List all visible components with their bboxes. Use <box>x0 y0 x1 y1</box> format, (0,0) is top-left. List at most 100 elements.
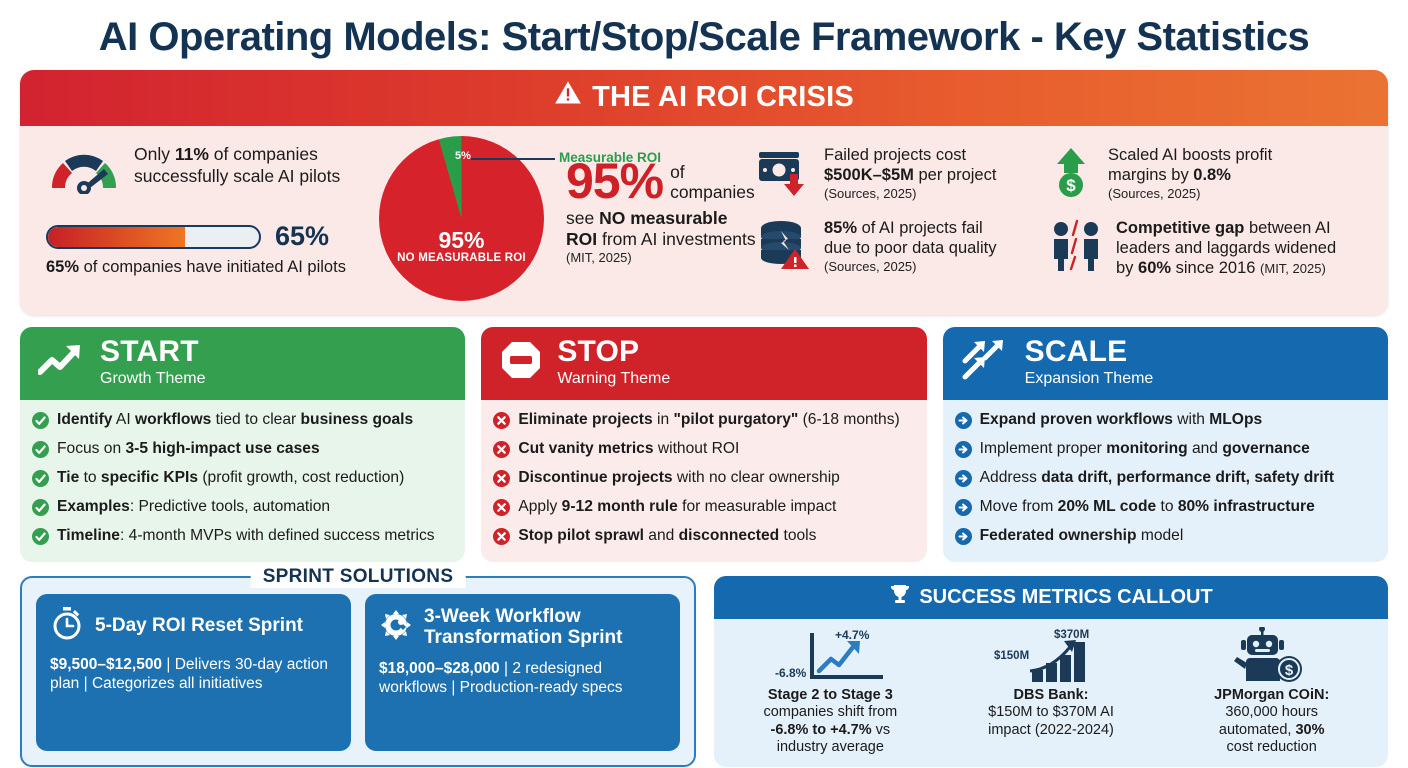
success-metric-jpmorgan-coin: $ JPMorgan COiN: 360,000 hours automated… <box>1161 627 1382 757</box>
panel-stop-title: STOP <box>557 335 640 368</box>
framework-panels: START Growth Theme Identify AI workflows… <box>20 327 1388 563</box>
crisis-heading-text: THE AI ROI CRISIS <box>592 80 854 113</box>
stat-source: (Sources, 2025) <box>824 185 917 201</box>
x-circle-icon <box>493 441 511 463</box>
stat-source: (Sources, 2025) <box>1108 185 1201 201</box>
panel-start-bullet: Focus on 3-5 high-impact use cases <box>32 439 453 463</box>
panel-stop: STOP Warning Theme Eliminate projects in… <box>481 327 927 563</box>
panel-scale: SCALE Expansion Theme Expand proven work… <box>942 327 1388 563</box>
bullet-text: Move from 20% ML code to 80% infrastruct… <box>979 498 1315 516</box>
stat-data-quality: 85% of AI projects fail due to poor data… <box>757 219 1049 274</box>
bullet-text: Focus on 3-5 high-impact use cases <box>57 440 320 458</box>
sprint-card-price: $18,000–$28,000 <box>379 659 500 677</box>
panel-start-bullet: Timeline: 4-month MVPs with defined succ… <box>32 526 453 550</box>
stop-sign-icon <box>499 339 543 386</box>
pie-legend-label: Measurable ROI <box>559 150 662 165</box>
ai-roi-crisis-section: THE AI ROI CRISIS O <box>20 70 1388 315</box>
bullet-text: Timeline: 4-month MVPs with defined succ… <box>57 527 435 545</box>
crisis-banner-header: THE AI ROI CRISIS <box>20 70 1388 126</box>
sprint-card-roi-reset[interactable]: 5-Day ROI Reset Sprint $9,500–$12,500 | … <box>36 594 351 752</box>
panel-stop-bullet: Cut vanity metrics without ROI <box>493 439 914 463</box>
panel-stop-subtitle: Warning Theme <box>557 370 671 387</box>
chart-label-high: $370M <box>1054 629 1089 641</box>
check-circle-icon <box>32 499 49 521</box>
panel-stop-bullet: Discontinue projects with no clear owner… <box>493 468 914 492</box>
arrow-circle-right-icon <box>954 499 972 521</box>
line-chart-up-icon: -6.8% +4.7% <box>765 627 895 683</box>
success-metrics-heading: SUCCESS METRICS CALLOUT <box>919 585 1213 608</box>
crisis-col-stats-2: $ Scaled AI boosts profit margins by 0.8… <box>1049 136 1349 294</box>
bullet-text: Implement proper monitoring and governan… <box>979 440 1310 458</box>
x-circle-icon <box>493 470 511 492</box>
chart-label-high: +4.7% <box>835 628 870 642</box>
success-metrics-body: -6.8% +4.7% Stage 2 to Stage 3 companies… <box>714 619 1388 768</box>
x-circle-icon <box>493 528 511 550</box>
arrow-circle-right-icon <box>954 470 972 492</box>
arrow-circle-right-icon <box>954 412 972 434</box>
progress-caption: 65% of companies have initiated AI pilot… <box>46 258 346 276</box>
sprint-card-price: $9,500–$12,500 <box>50 656 163 674</box>
panel-scale-bullet: Address data drift, performance drift, s… <box>954 468 1376 492</box>
roi-headline-source: (MIT, 2025) <box>566 249 632 265</box>
bullet-text: Federated ownership model <box>979 527 1184 545</box>
panel-scale-bullet: Expand proven workflows with MLOps <box>954 410 1376 434</box>
gear-wrench-icon <box>379 608 413 647</box>
bullet-text: Stop pilot sprawl and disconnected tools <box>518 527 817 545</box>
arrow-circle-right-icon <box>954 528 972 550</box>
stat-profit-margins: $ Scaled AI boosts profit margins by 0.8… <box>1049 146 1349 203</box>
chart-label-low: -6.8% <box>775 666 807 680</box>
panel-start-title: START <box>100 335 199 368</box>
sprint-card-title: 5-Day ROI Reset Sprint <box>95 614 303 636</box>
scale-arrows-icon <box>961 339 1011 386</box>
gauge-stat-text: Only 11% of companies successfully scale… <box>134 144 341 186</box>
gauge-value: 11% <box>174 144 209 164</box>
x-circle-icon <box>493 499 511 521</box>
competitive-gap-icon <box>1049 219 1105 276</box>
trending-up-arrow-icon <box>37 340 86 385</box>
bullet-text: Tie to specific KPIs (profit growth, cos… <box>57 469 405 487</box>
panel-start-body: Identify AI workflows tied to clear busi… <box>20 400 466 563</box>
roi-pie-chart: 95% NO MEASURABLE ROI 5% Measurable ROI <box>379 136 661 301</box>
panel-scale-header: SCALE Expansion Theme <box>942 327 1388 400</box>
panel-stop-bullet: Apply 9-12 month rule for measurable imp… <box>493 497 914 521</box>
panel-scale-subtitle: Expansion Theme <box>1024 370 1154 387</box>
panel-start-subtitle: Growth Theme <box>100 370 206 387</box>
crisis-col-pie: 95% NO MEASURABLE ROI 5% Measurable ROI … <box>379 136 757 301</box>
success-metric-dbs-bank: $150M $370M DBS Bank: $150M to $370M <box>941 627 1162 757</box>
success-metric-stage-shift: -6.8% +4.7% Stage 2 to Stage 3 companies… <box>763 627 898 756</box>
database-warning-icon <box>757 219 813 274</box>
panel-stop-bullet: Eliminate projects in "pilot purgatory" … <box>493 410 914 434</box>
stat-competitive-gap: Competitive gap between AI leaders and l… <box>1049 219 1349 278</box>
pie-center-label: 95% NO MEASURABLE ROI <box>397 227 526 265</box>
panel-scale-bullet: Implement proper monitoring and governan… <box>954 439 1376 463</box>
stopwatch-icon <box>50 606 84 645</box>
success-metrics-section: SUCCESS METRICS CALLOUT -6.8% +4.7% <box>714 576 1388 768</box>
bullet-text: Address data drift, performance drift, s… <box>979 469 1335 487</box>
roi-headline-number: 95% <box>566 153 664 209</box>
panel-start-bullet: Tie to specific KPIs (profit growth, cos… <box>32 468 453 492</box>
progress-fill <box>48 226 186 247</box>
check-circle-icon <box>32 412 49 434</box>
svg-text:$: $ <box>1285 662 1294 679</box>
bullet-text: Apply 9-12 month rule for measurable imp… <box>518 498 837 516</box>
success-metrics-header: SUCCESS METRICS CALLOUT <box>714 576 1388 620</box>
robot-dollar-icon: $ <box>1217 627 1327 683</box>
bullet-text: Expand proven workflows with MLOps <box>979 411 1263 428</box>
dollar-up-icon: $ <box>1049 146 1097 203</box>
check-circle-icon <box>32 528 49 550</box>
gauge-icon <box>46 144 122 199</box>
money-down-icon <box>757 146 813 203</box>
warning-triangle-icon <box>554 79 582 115</box>
panel-start: START Growth Theme Identify AI workflows… <box>20 327 466 563</box>
sprint-card-workflow-transformation[interactable]: 3-Week Workflow Transformation Sprint $1… <box>365 594 680 752</box>
pie-slice-label: 5% <box>455 150 471 162</box>
panel-stop-header: STOP Warning Theme <box>481 327 927 400</box>
pilot-progress-bar: 65% <box>46 221 379 252</box>
bullet-text: Discontinue projects with no clear owner… <box>518 469 840 487</box>
check-circle-icon <box>32 470 49 492</box>
panel-start-bullet: Identify AI workflows tied to clear busi… <box>32 410 453 434</box>
panel-start-header: START Growth Theme <box>20 327 466 400</box>
